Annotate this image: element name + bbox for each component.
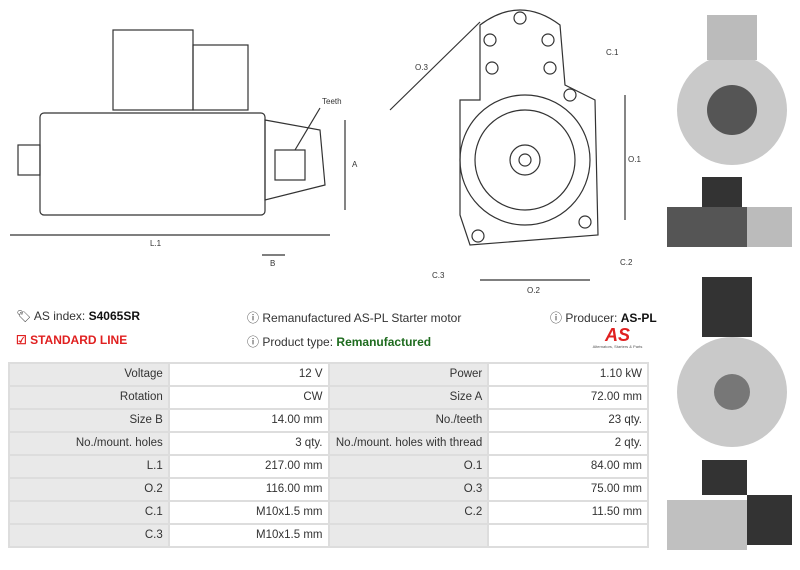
spec-label: O.2 [8,477,170,502]
product-type: ⓘ Product type: Remanufactured [247,335,432,349]
spec-value: 116.00 mm [167,477,330,502]
spec-value: 217.00 mm [167,454,330,479]
technical-drawing: L.1 B A Teeth O.3 O.1 O.2 C.1 C.2 C.3 [10,9,641,295]
label-c1: C.1 [606,48,619,57]
spec-value: 23 qty. [487,408,649,433]
spec-value: M10x1.5 mm [167,523,330,548]
as-pl-logo: AS Alternators, Starters & Parts [592,325,643,349]
spec-value: 84.00 mm [487,454,649,479]
spec-value: 72.00 mm [487,385,649,410]
checkbox-icon: ☑ [16,333,27,347]
info-icon: ⓘ [550,311,563,325]
spec-label: Size B [8,408,170,433]
product-photo-front[interactable] [662,5,797,170]
product-type-value: Remanufactured [336,335,432,349]
as-index-value: S4065SR [88,309,140,323]
spec-value: 1.10 kW [487,362,649,387]
spec-value [487,523,649,548]
tag-icon: 🏷 [16,309,32,323]
spec-label: O.1 [327,454,490,479]
label-c3: C.3 [432,271,445,280]
spec-label: Voltage [8,362,170,387]
label-l1: L.1 [150,239,162,248]
label-o1: O.1 [628,155,641,164]
label-c2: C.2 [620,258,633,267]
label-o3: O.3 [415,63,428,72]
spec-value: 12 V [167,362,330,387]
product-photo-angle[interactable] [662,455,797,565]
spec-label: O.3 [327,477,490,502]
front-view-drawing [389,9,626,281]
spec-value: 2 qty. [487,431,649,456]
spec-value: M10x1.5 mm [167,500,330,525]
label-a: A [352,160,358,169]
spec-value: 75.00 mm [487,477,649,502]
spec-label: Power [327,362,490,387]
producer-value: AS-PL [620,311,657,325]
spec-label: C.2 [327,500,490,525]
spec-label: Rotation [8,385,170,410]
description: ⓘ Remanufactured AS-PL Starter motor [247,311,462,325]
spec-value: 3 qty. [167,431,330,456]
spec-label: L.1 [8,454,170,479]
product-photo-side[interactable] [662,172,797,262]
spec-label [327,523,490,548]
as-index: 🏷 AS index: S4065SR [16,309,140,323]
spec-value: 14.00 mm [167,408,330,433]
spec-label: No./teeth [327,408,490,433]
spec-label: C.1 [8,500,170,525]
info-icon: ⓘ [247,311,260,325]
spec-label: C.3 [8,523,170,548]
label-teeth: Teeth [322,97,342,106]
product-photo-top[interactable] [662,272,797,452]
label-b: B [270,259,275,268]
spec-label: No./mount. holes [8,431,170,456]
spec-value: 11.50 mm [487,500,649,525]
spec-label: No./mount. holes with thread [327,431,490,456]
info-icon: ⓘ [247,335,260,349]
label-o2: O.2 [527,286,540,295]
spec-label: Size A [327,385,490,410]
side-view-drawing [10,29,346,256]
standard-line-badge: ☑ STANDARD LINE [16,333,128,347]
producer: ⓘ Producer: AS-PL [550,311,657,325]
spec-value: CW [167,385,330,410]
